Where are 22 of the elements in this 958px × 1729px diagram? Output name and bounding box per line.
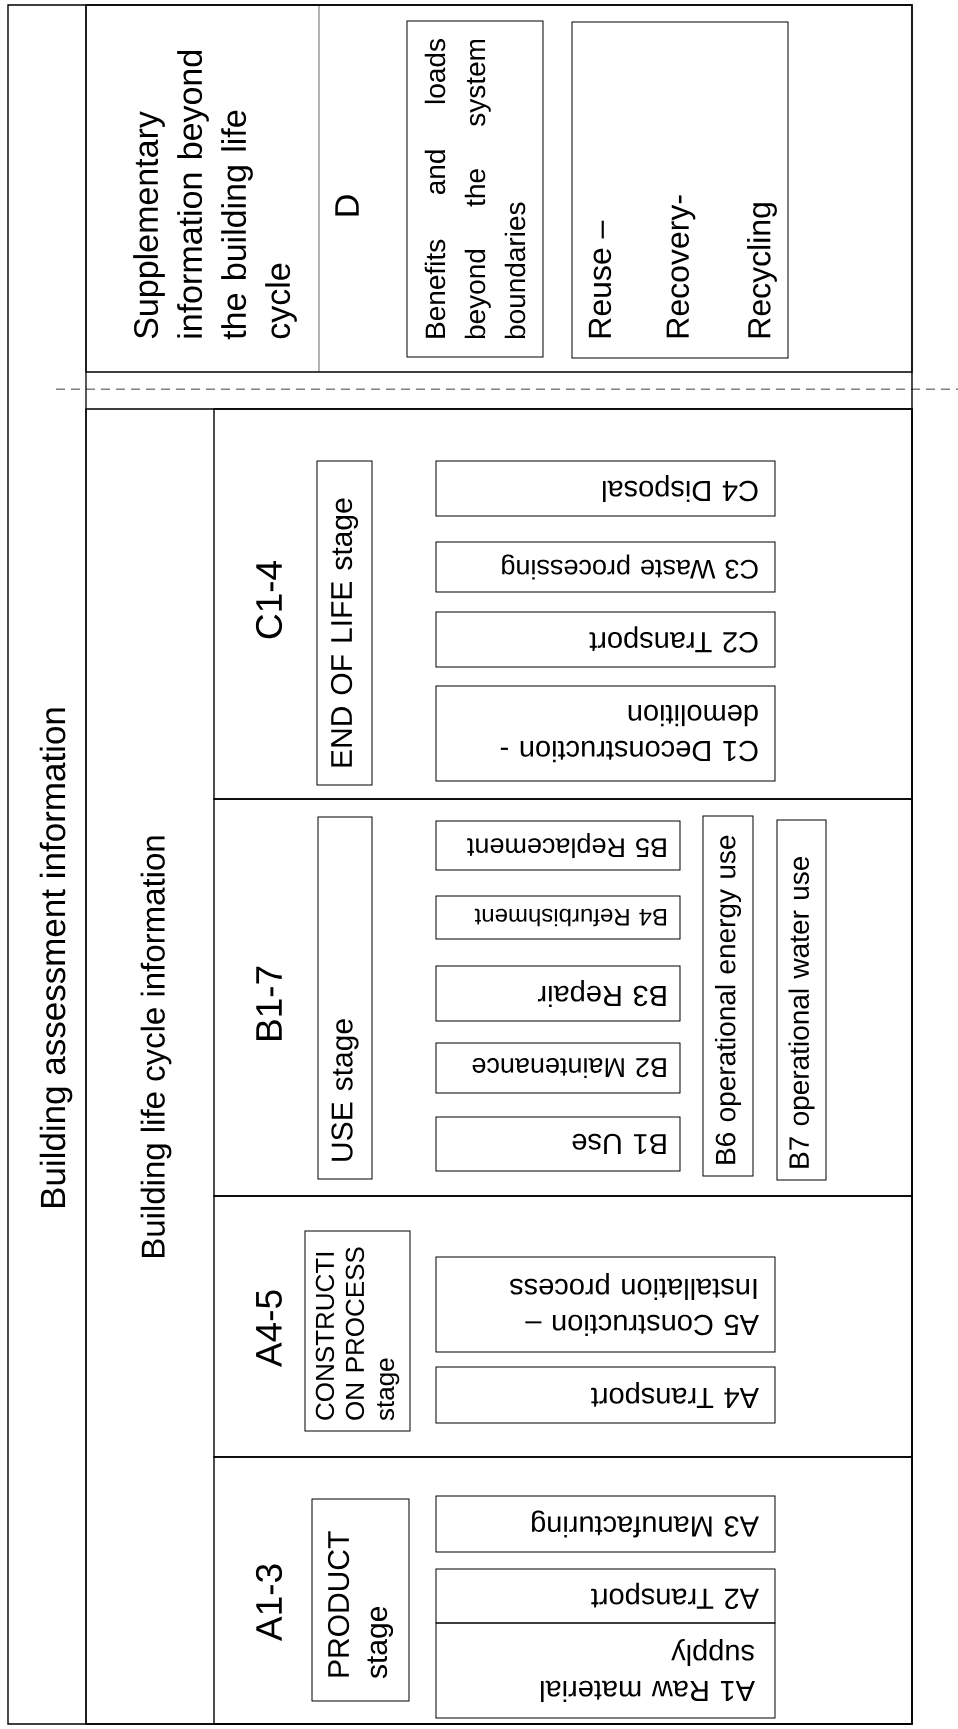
module-box: Reuse – Recovery- Recycling bbox=[571, 21, 789, 359]
module-box: B5 Replacement bbox=[435, 820, 681, 871]
module-box: B6 operational energy use bbox=[702, 815, 754, 1177]
module-box: Benefits and loads beyond the system boundaries bbox=[406, 20, 544, 358]
module-box: C3 Waste processing bbox=[435, 541, 776, 593]
module-box: A2 Transport bbox=[435, 1568, 776, 1624]
stage-box: USE stage bbox=[317, 816, 373, 1180]
module-box: C2 Transport bbox=[435, 611, 776, 668]
stage-box: PRODUCT stage bbox=[311, 1498, 410, 1702]
module-box: C1 Deconstruction - demolition bbox=[435, 685, 776, 782]
module-box: A1 Raw material supply bbox=[435, 1622, 776, 1719]
module-box: A4 Transport bbox=[435, 1366, 776, 1424]
stage-box: CONSTRUCTI ON PROCESS stage bbox=[304, 1230, 411, 1432]
module-box: C4 Disposal bbox=[435, 460, 776, 517]
stage-box: END OF LIFE stage bbox=[316, 460, 373, 786]
module-box: B4 Refurbishment bbox=[435, 895, 681, 940]
module-box: B2 Maintenance bbox=[435, 1042, 681, 1094]
module-box: B1 Use bbox=[435, 1116, 681, 1172]
module-box: A5 Construction – Installation process bbox=[435, 1256, 776, 1353]
module-box: B3 Repair bbox=[435, 965, 681, 1022]
module-box: B7 operational water use bbox=[776, 819, 827, 1181]
module-box: A3 Manufacturing bbox=[435, 1495, 776, 1553]
